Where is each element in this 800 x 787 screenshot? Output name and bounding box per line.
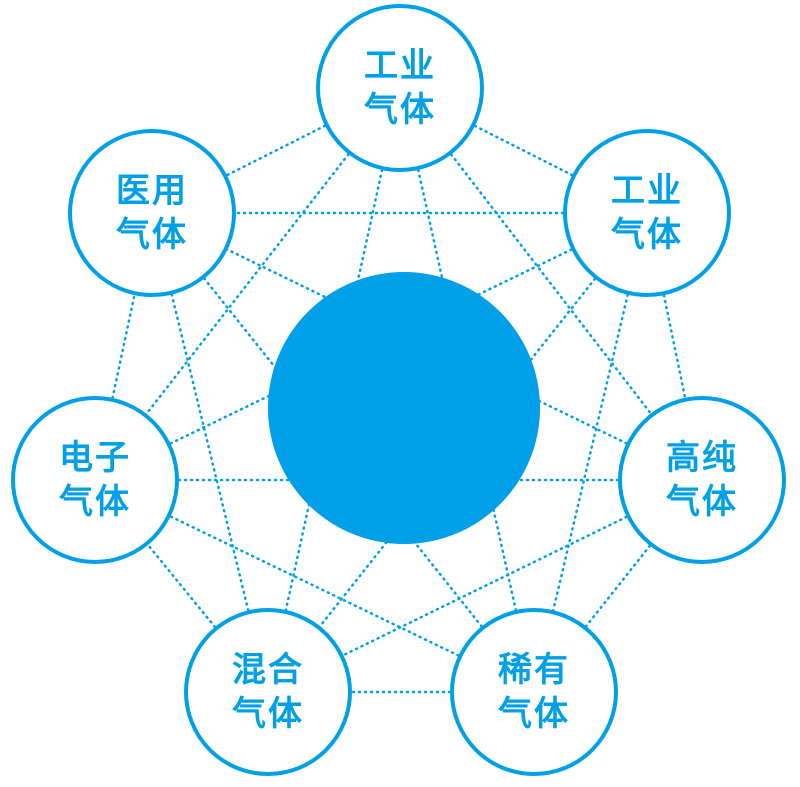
node-label: 医用气体 (116, 169, 188, 257)
node-label-line: 混合 (232, 649, 304, 690)
node-industrial-gas-top: 工业气体 (316, 4, 484, 172)
node-label: 混合气体 (232, 648, 304, 736)
edge-mixed-gas--medical-gas (150, 211, 270, 694)
node-label: 工业气体 (364, 44, 436, 132)
node-label-line: 高纯 (666, 437, 738, 478)
node-label-line: 工业 (364, 45, 436, 86)
edge-industrial-gas-top--industrial-gas-right (398, 86, 649, 215)
node-label-line: 气体 (611, 215, 683, 255)
node-label-line: 电子 (59, 437, 131, 478)
edge-industrial-gas-top--rare-gas (398, 86, 536, 694)
node-label: 工业气体 (611, 169, 683, 257)
node-label-line: 气体 (116, 215, 188, 255)
node-label-line: 气体 (364, 90, 436, 130)
edge-industrial-gas-top--medical-gas (150, 86, 402, 215)
node-label-line: 气体 (498, 694, 570, 734)
node-label-line: 气体 (232, 694, 304, 734)
center-circle (268, 272, 540, 544)
node-medical-gas: 医用气体 (68, 129, 236, 297)
node-label-line: 气体 (666, 482, 738, 522)
node-mixed-gas: 混合气体 (184, 608, 352, 776)
node-label: 稀有气体 (498, 648, 570, 736)
node-industrial-gas-right: 工业气体 (563, 129, 731, 297)
node-electronic-gas: 电子气体 (11, 396, 179, 564)
node-label-line: 医用 (116, 170, 188, 211)
node-label: 高纯气体 (666, 436, 738, 524)
node-label-line: 稀有 (498, 649, 570, 690)
node-label-line: 工业 (611, 170, 683, 211)
edge-industrial-gas-top--mixed-gas (266, 86, 402, 694)
node-rare-gas: 稀有气体 (450, 608, 618, 776)
node-label: 电子气体 (59, 436, 131, 524)
node-label-line: 气体 (59, 482, 131, 522)
edge-industrial-gas-top--high-purity-gas (398, 86, 704, 482)
node-high-purity-gas: 高纯气体 (618, 396, 786, 564)
